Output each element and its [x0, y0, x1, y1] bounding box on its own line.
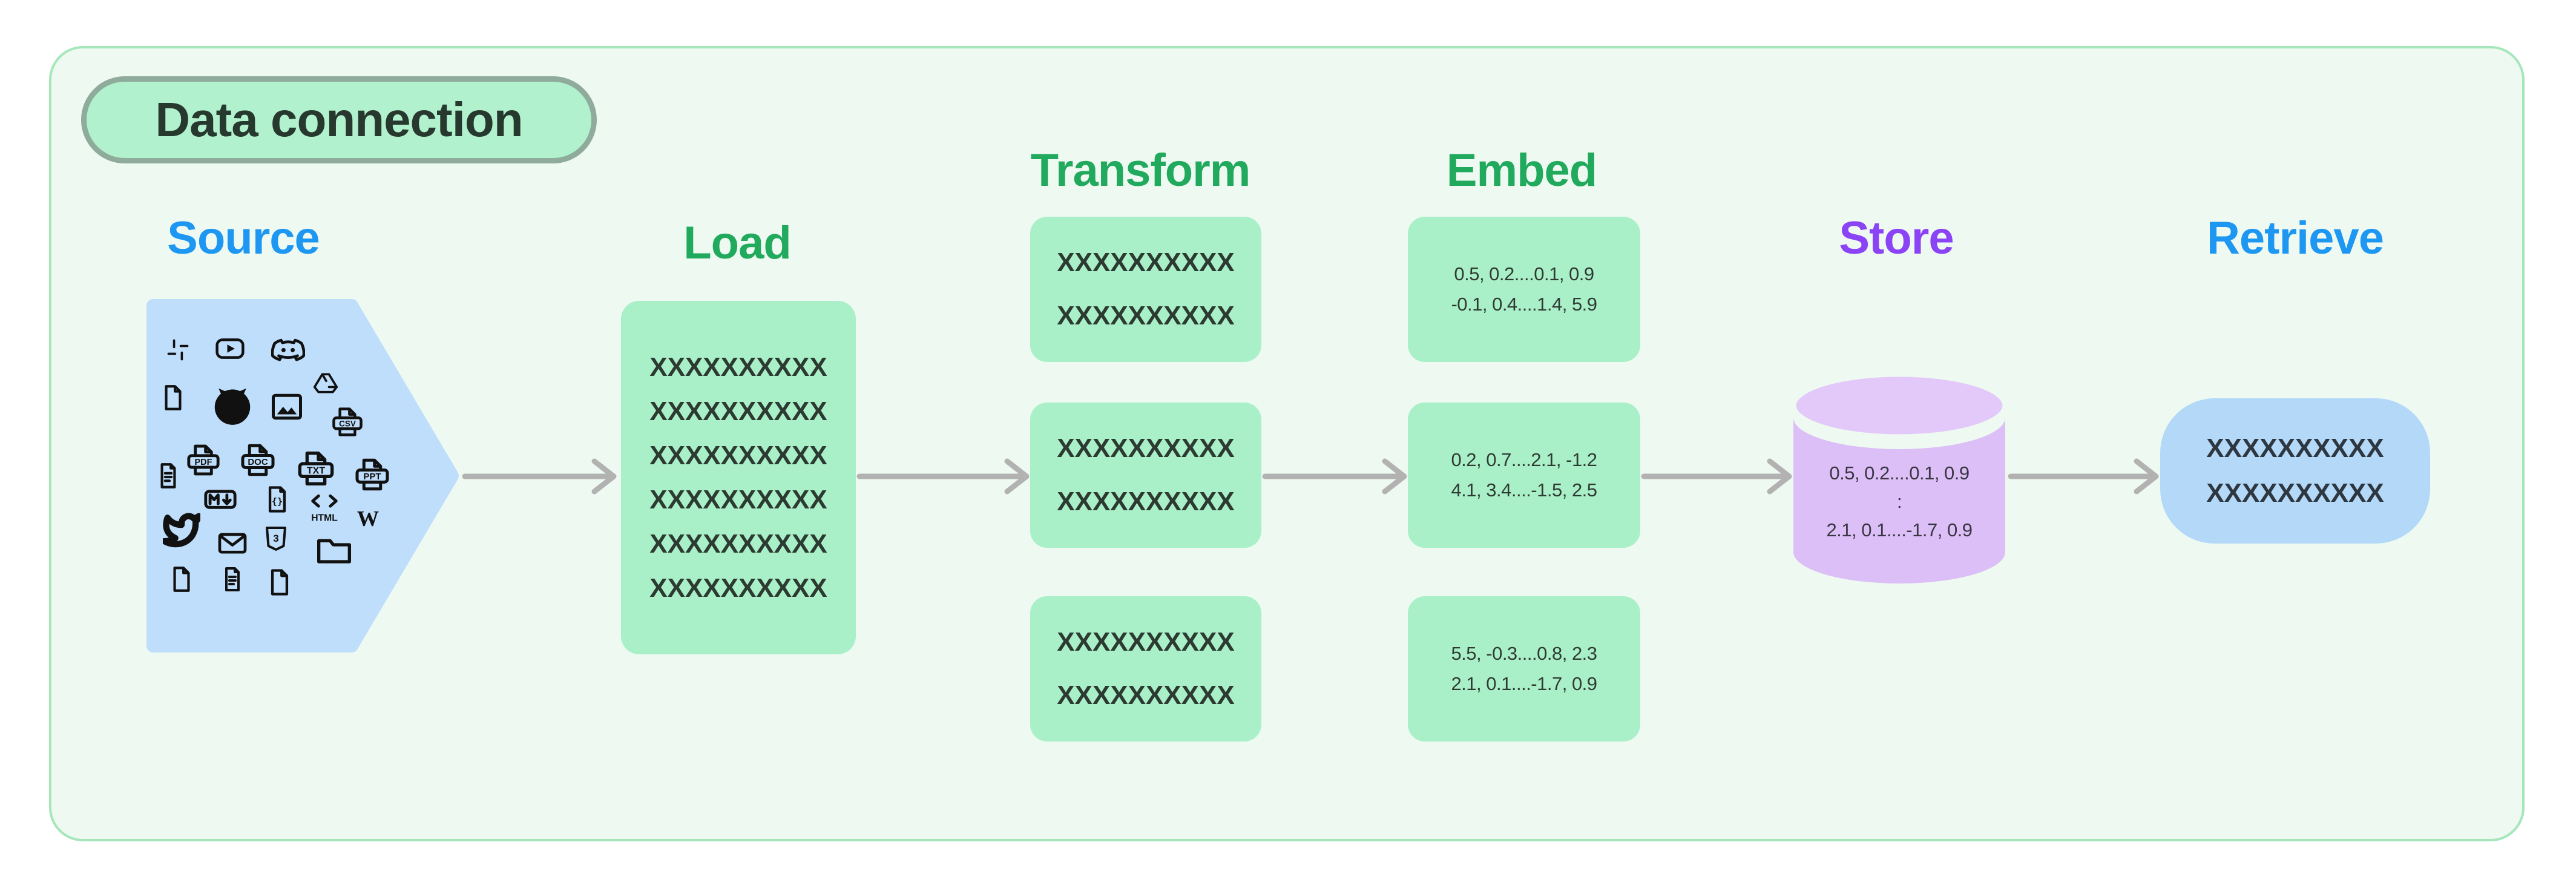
email-icon — [215, 526, 249, 560]
txt-file-icon: TXT — [297, 449, 335, 488]
youtube-icon — [214, 332, 246, 365]
title-load: Load — [683, 217, 792, 269]
svg-text:DOC: DOC — [248, 457, 268, 467]
embed-vector-line: -0.1, 0.4....1.4, 5.9 — [1451, 294, 1597, 315]
transform-text-line: XXXXXXXXXX — [1057, 433, 1235, 463]
data-connection-badge: Data connection — [81, 76, 597, 163]
twitter-icon — [163, 511, 200, 549]
diagram-panel — [49, 46, 2525, 841]
transform-box: XXXXXXXXXX XXXXXXXXXX — [1030, 596, 1261, 741]
arrow-source-to-load — [462, 458, 617, 495]
embed-vector-line: 4.1, 3.4....-1.5, 2.5 — [1451, 479, 1597, 501]
retrieve-text-line: XXXXXXXXXX — [2206, 433, 2384, 463]
document-lines-icon — [218, 565, 247, 594]
retrieve-text-line: XXXXXXXXXX — [2206, 478, 2384, 508]
store-vector-line: 2.1, 0.1....-1.7, 0.9 — [1826, 519, 1973, 541]
svg-text:PDF: PDF — [195, 458, 212, 467]
markdown-icon — [203, 482, 238, 517]
transform-text-line: XXXXXXXXXX — [1057, 301, 1235, 330]
svg-text:{}: {} — [272, 496, 283, 507]
document-lines-icon — [153, 461, 183, 491]
store-vector-line: 0.5, 0.2....0.1, 0.9 — [1829, 462, 1970, 484]
arrow-transform-to-embed — [1262, 458, 1407, 495]
svg-text:CSV: CSV — [339, 419, 356, 428]
embed-box: 5.5, -0.3....0.8, 2.3 2.1, 0.1....-1.7, 0… — [1408, 596, 1640, 741]
css3-icon: 3 — [261, 524, 291, 553]
embed-vector-line: 0.5, 0.2....0.1, 0.9 — [1454, 263, 1594, 284]
store-vector-line: : — [1896, 491, 1902, 512]
csv-file-icon: CSV — [331, 406, 364, 438]
store-vector-text: 0.5, 0.2....0.1, 0.9: 2.1, 0.1....-1.7, 0… — [1793, 459, 2005, 544]
ppt-file-icon: PPT — [354, 456, 390, 493]
svg-text:3: 3 — [273, 533, 278, 544]
doc-file-icon: DOC — [240, 442, 276, 478]
file-icon — [166, 564, 197, 594]
svg-text:W: W — [357, 506, 379, 530]
slack-icon — [165, 337, 191, 363]
transform-text-line: XXXXXXXXXX — [1057, 248, 1235, 277]
code-file-icon: {} — [261, 484, 293, 515]
arrow-embed-to-store — [1641, 458, 1792, 495]
title-transform: Transform — [1030, 145, 1251, 196]
load-text-line: XXXXXXXXXX — [649, 352, 827, 382]
svg-text:TXT: TXT — [307, 466, 325, 476]
embed-vector-line: 2.1, 0.1....-1.7, 0.9 — [1451, 673, 1597, 694]
file-icon — [158, 383, 188, 413]
svg-text:PPT: PPT — [363, 472, 381, 482]
badge-label: Data connection — [155, 93, 523, 146]
store-cylinder — [1790, 371, 2008, 584]
image-icon — [269, 389, 305, 425]
embed-vector-line: 0.2, 0.7....2.1, -1.2 — [1451, 449, 1597, 470]
google-drive-icon — [312, 370, 339, 396]
transform-box: XXXXXXXXXX XXXXXXXXXX — [1030, 217, 1261, 362]
load-text-line: XXXXXXXXXX — [649, 529, 827, 559]
transform-text-line: XXXXXXXXXX — [1057, 487, 1235, 516]
github-icon — [209, 383, 256, 430]
svg-text:HTML: HTML — [311, 513, 338, 523]
load-text-line: XXXXXXXXXX — [649, 573, 827, 603]
file-icon — [264, 567, 295, 598]
pdf-file-icon: PDF — [186, 442, 221, 478]
embed-box: 0.5, 0.2....0.1, 0.9 -0.1, 0.4....1.4, 5.… — [1408, 217, 1640, 362]
transform-box: XXXXXXXXXX XXXXXXXXXX — [1030, 403, 1261, 548]
load-text-line: XXXXXXXXXX — [649, 441, 827, 470]
title-store: Store — [1839, 212, 1954, 264]
wikipedia-icon: W — [354, 504, 382, 531]
load-text-line: XXXXXXXXXX — [649, 485, 827, 515]
arrow-load-to-transform — [856, 458, 1030, 495]
title-retrieve: Retrieve — [2207, 212, 2384, 264]
embed-box: 0.2, 0.7....2.1, -1.2 4.1, 3.4....-1.5, 2… — [1408, 403, 1640, 548]
load-text-line: XXXXXXXXXX — [649, 396, 827, 426]
html-icon: HTML — [307, 492, 342, 527]
transform-text-line: XXXXXXXXXX — [1057, 627, 1235, 657]
folder-icon — [315, 530, 353, 569]
load-box: XXXXXXXXXX XXXXXXXXXX XXXXXXXXXX XXXXXXXXXX… — [621, 301, 856, 654]
title-embed: Embed — [1446, 145, 1597, 196]
arrow-store-to-retrieve — [2008, 458, 2159, 495]
embed-vector-line: 5.5, -0.3....0.8, 2.3 — [1451, 643, 1597, 664]
discord-icon — [271, 334, 305, 367]
transform-text-line: XXXXXXXXXX — [1057, 680, 1235, 710]
retrieve-box: XXXXXXXXXX XXXXXXXXXX — [2160, 398, 2430, 544]
title-source: Source — [167, 212, 320, 264]
